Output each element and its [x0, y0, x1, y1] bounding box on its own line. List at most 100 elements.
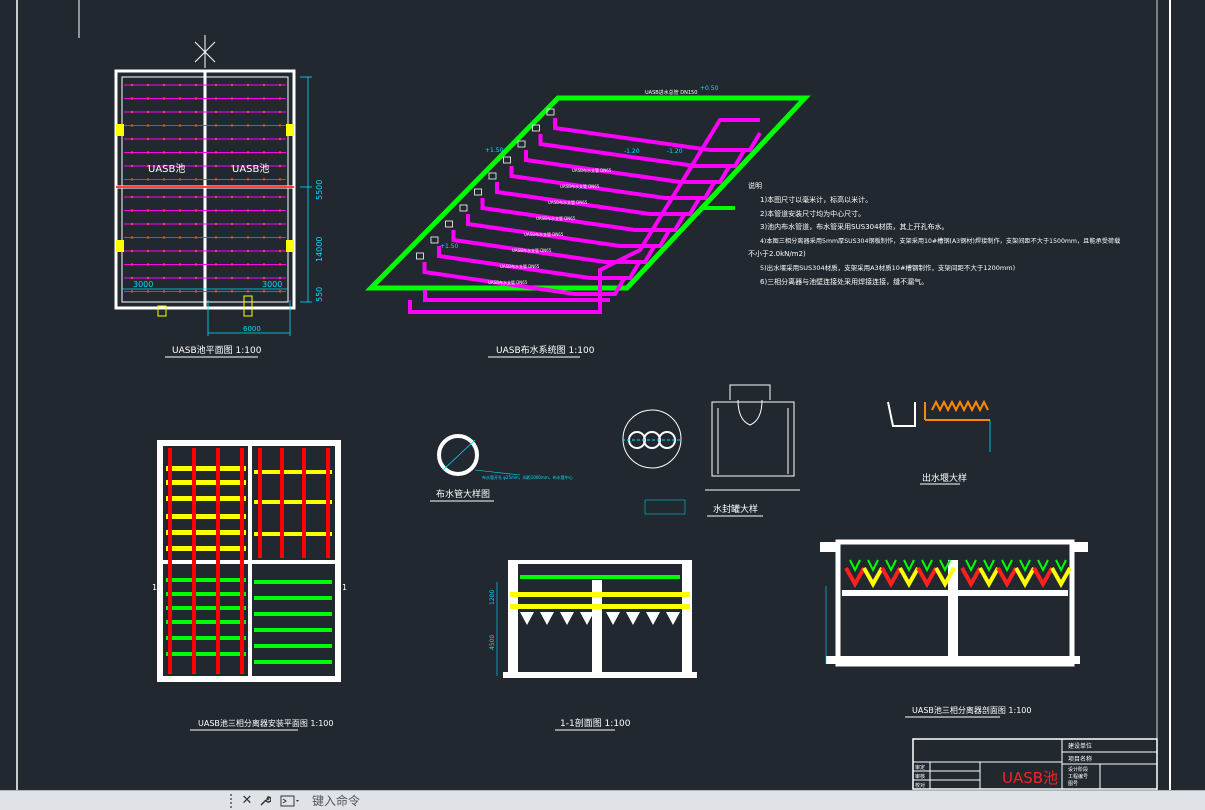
plan-orifice: [146, 164, 150, 168]
cad-drawing[interactable]: UASB池 UASB池 3000 3000 6000 5500 14000 55…: [0, 0, 1205, 790]
plan-orifice: [278, 164, 282, 168]
plan-orifice: [178, 83, 182, 87]
plan-orifice: [246, 263, 250, 266]
plan-orifice: [214, 209, 218, 212]
plan-orifice: [178, 137, 182, 141]
plan-orifice: [162, 276, 166, 280]
iso-view-caption: UASB布水系统图 1:100: [496, 344, 595, 356]
plan-orifice: [278, 151, 282, 154]
plan-orifice: [130, 209, 134, 212]
title-row-label-3: 校对: [915, 782, 925, 789]
plan-view[interactable]: UASB池 UASB池 3000 3000 6000 5500 14000 55…: [114, 69, 324, 358]
command-prompt-icon[interactable]: [280, 795, 302, 807]
iso-branch-label: UASB布水支管 DN65: [512, 247, 552, 253]
plan-orifice: [214, 97, 218, 100]
plan-orifice: [230, 97, 234, 100]
iso-riser-tag: [474, 188, 482, 196]
plan-orifice: [278, 249, 282, 253]
section-hopper: [560, 612, 574, 625]
iso-branch-pipe: [509, 166, 717, 200]
plan-orifice: [194, 209, 198, 212]
plan-orifice: [262, 209, 266, 212]
plan-dim-right-b: 14000: [315, 237, 324, 262]
plan-red-pipe: [192, 448, 196, 674]
plan-yellow-bar: [166, 514, 246, 519]
weir-caption: 出水堰大样: [922, 472, 967, 484]
plan-green-bar: [166, 592, 246, 596]
plan-orifice: [162, 178, 166, 181]
plan-orifice: [194, 164, 198, 168]
plan-orifice: [178, 263, 182, 266]
isometric-pipe-view[interactable]: UASB进水总管 DN150 +0.50 +1.50 +1.50 -1.20 -…: [365, 85, 811, 358]
section-hopper: [646, 612, 660, 625]
plan-green-bar: [166, 620, 246, 624]
title-block[interactable]: 建设单位 项目名称 UASB池 审定 审核 校对 设计阶段 工程编号 图号: [912, 738, 1158, 790]
plan-orifice: [130, 222, 134, 226]
section-mark-right: 1: [342, 583, 347, 592]
command-bar-grip-icon[interactable]: [230, 793, 238, 808]
section-hopper: [540, 612, 554, 625]
plan-red-pipe: [302, 448, 306, 558]
plan-orifice: [146, 110, 150, 114]
plan-orifice: [230, 222, 234, 226]
plan-orifice: [278, 236, 282, 239]
plan-orifice: [230, 276, 234, 280]
plan-orifice: [262, 164, 266, 168]
separator-baffle: [885, 559, 897, 573]
plan-orifice: [130, 137, 134, 141]
plan-orifice: [278, 83, 282, 87]
close-icon[interactable]: ✕: [241, 793, 253, 808]
iso-branch-label: UASB布水支管 DN65: [500, 263, 540, 269]
separator-baffle: [1019, 559, 1031, 573]
weir-detail[interactable]: 出水堰大样: [887, 399, 991, 485]
iso-riser-tag: [503, 156, 511, 164]
section-1-1-view[interactable]: 4500 1200 1-1剖面图 1:100: [489, 560, 697, 731]
plan-orifice: [230, 178, 234, 181]
plan-orifice: [246, 249, 250, 253]
plan-orifice: [146, 276, 150, 280]
plan-orifice: [278, 222, 282, 226]
plan-orifice: [246, 124, 250, 127]
plan-orifice: [194, 151, 198, 154]
iso-riser-tag: [445, 220, 453, 228]
note-2: 2)本管道安装尺寸均为中心尺寸。: [760, 209, 865, 218]
iso-branch-pipe: [466, 214, 672, 248]
command-input[interactable]: [310, 792, 1014, 809]
iso-main-return-2: [423, 290, 610, 302]
plan-yellow-bar: [254, 532, 332, 536]
plan-orifice: [246, 164, 250, 168]
plan-orifice: [262, 263, 266, 266]
plan-orifice: [214, 276, 218, 280]
plan-orifice: [214, 178, 218, 181]
plan-orifice: [246, 236, 250, 239]
plan-orifice: [194, 110, 198, 114]
plan-orifice: [162, 222, 166, 226]
plan-orifice: [246, 137, 250, 141]
iso-riser-tag: [459, 204, 468, 212]
plan-orifice: [146, 249, 150, 253]
iso-left-elevation-a: +1.50: [485, 147, 504, 154]
drawing-canvas[interactable]: UASB池 UASB池 3000 3000 6000 5500 14000 55…: [0, 0, 1205, 790]
note-6: 6)三相分离器与池壁连接处采用焊接连接，缝不漏气。: [760, 277, 928, 286]
plan-orifice: [146, 151, 150, 154]
plan-orifice: [194, 195, 198, 199]
plan-orifice: [230, 137, 234, 141]
wrench-icon[interactable]: [256, 793, 274, 809]
distributor-detail[interactable]: 布水管开孔 φ25mm，间距1000mm，布水管中心 布水管大样图: [430, 434, 573, 502]
plan-orifice: [194, 290, 198, 293]
separator-baffle: [939, 559, 951, 573]
design-notes: 说明 1)本图尺寸以毫米计，标高以米计。 2)本管道安装尺寸均为中心尺寸。 3)…: [748, 181, 1120, 286]
plan-orifice: [162, 110, 166, 114]
plan-orifice: [162, 124, 166, 127]
plan-green-bar: [254, 596, 332, 600]
iso-branch-label: UASB布水支管 DN65: [536, 215, 576, 221]
plan-right-tank-label: UASB池: [232, 162, 269, 175]
seal-tank-detail[interactable]: 水封罐大样: [622, 384, 800, 517]
separator-section-view[interactable]: UASB池三相分离器剖面图 1:100: [820, 539, 1088, 718]
plan-orifice: [194, 222, 198, 226]
separator-plan-caption: UASB池三相分离器安装平面图 1:100: [198, 718, 334, 728]
iso-riser-tag: [532, 124, 540, 132]
distributor-note: 布水管开孔 φ25mm，间距1000mm，布水管中心: [482, 474, 573, 480]
plan-orifice: [146, 236, 150, 239]
separator-plan-view[interactable]: 1 1 UASB池三相分离器安装平面图 1:100: [152, 440, 347, 731]
